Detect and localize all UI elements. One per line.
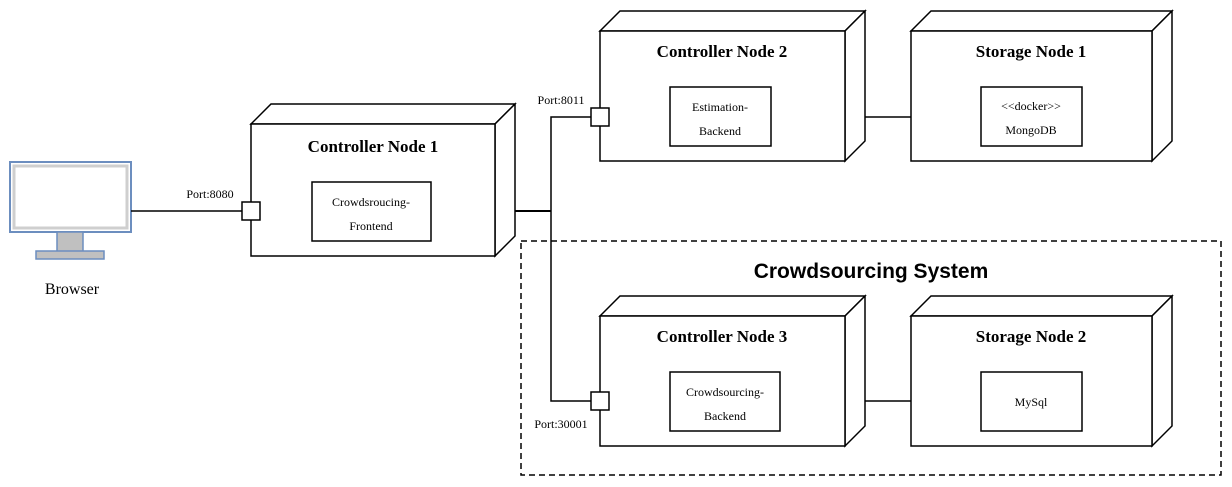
estimation-backend-label-line1: Estimation- [692,100,748,114]
system-title: Crowdsourcing System [754,260,989,283]
crowdsourcing-frontend-label-line1: Crowdsroucing- [332,195,410,209]
controller-node-2-title: Controller Node 2 [657,42,788,61]
controller-node-1-title: Controller Node 1 [308,137,439,156]
storage-node-2-title: Storage Node 2 [976,327,1086,346]
port-8011 [590,107,610,127]
mongodb-stereotype-label: <<docker>> [1001,99,1061,113]
crowdsourcing-frontend-component [311,181,432,242]
mysql-component [980,371,1083,432]
storage-node-1-title: Storage Node 1 [976,42,1086,61]
mongodb-component [980,86,1083,147]
crowdsourcing-backend-component [669,371,781,432]
crowdsourcing-system-boundary: Crowdsourcing System [520,240,1222,476]
port-8080-label: Port:8080 [186,187,233,201]
junction-to-port-8011-line [550,116,591,211]
port-8011-label: Port:8011 [538,93,585,107]
port-8080 [241,201,261,221]
crowdsourcing-backend-label-line1: Crowdsourcing- [686,385,764,399]
crowdsourcing-frontend-label-line2: Frontend [349,219,392,233]
port-30001 [590,391,610,411]
estimation-backend-component [669,86,772,147]
browser-icon [9,161,132,260]
port-30001-label: Port:30001 [534,417,587,431]
browser-label: Browser [45,281,100,298]
controller-node-3-title: Controller Node 3 [657,327,788,346]
junction-to-port-30001-line [550,211,591,402]
estimation-backend-label-line2: Backend [699,124,741,138]
mongodb-label: MongoDB [1005,123,1056,137]
crowdsourcing-backend-label-line2: Backend [704,409,746,423]
mysql-label: MySql [1015,395,1048,409]
